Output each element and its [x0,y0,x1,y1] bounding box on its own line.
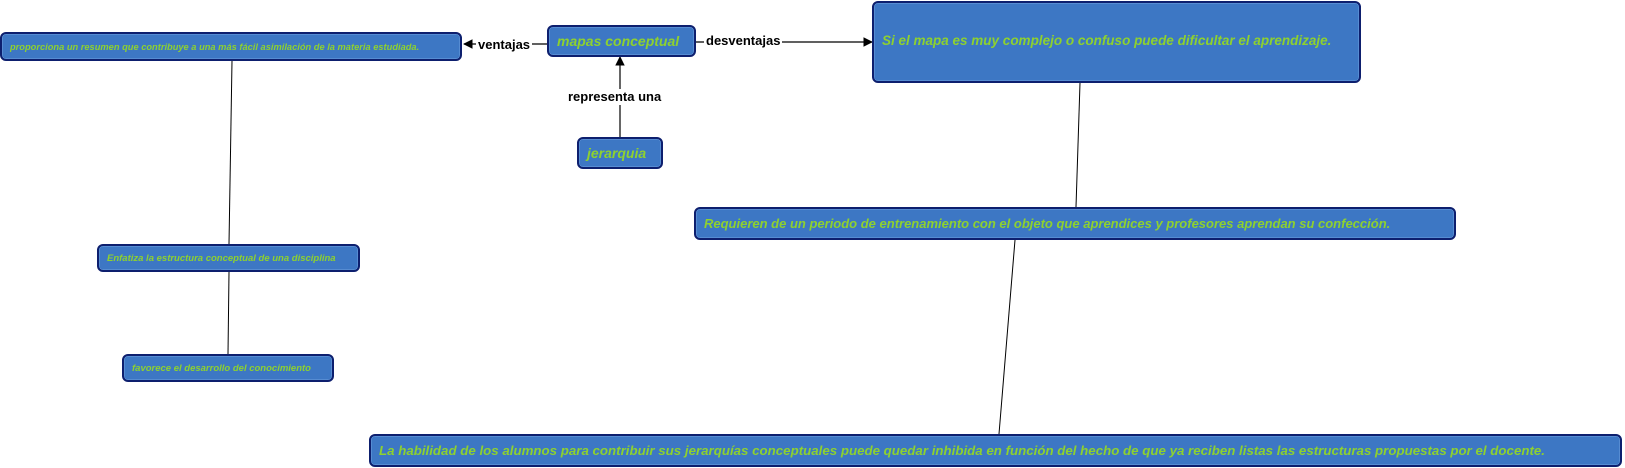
label-ventajas: ventajas [476,37,533,53]
node-entrenamiento-text: Requieren de un periodo de entrenamiento… [704,216,1391,231]
edge-enfatiza-favorece [227,271,230,355]
node-habilidad[interactable]: La habilidad de los alumnos para contrib… [369,434,1622,467]
edge-complejo-entrenamiento [1075,82,1081,208]
node-entrenamiento[interactable]: Requieren de un periodo de entrenamiento… [694,207,1456,240]
node-mapas-conceptual[interactable]: mapas conceptual [547,25,696,57]
edge-resumen-enfatiza [228,60,233,245]
label-desventajas: desventajas [704,33,783,49]
node-complejo[interactable]: Si el mapa es muy complejo o confuso pue… [872,1,1361,83]
node-favorece-text: favorece el desarrollo del conocimiento [132,362,311,374]
node-complejo-text: Si el mapa es muy complejo o confuso pue… [882,33,1332,48]
node-mapas-conceptual-text: mapas conceptual [557,33,680,49]
label-representa-una: representa una [566,89,664,105]
node-jerarquia-text: jerarquia [587,145,647,161]
node-jerarquia[interactable]: jerarquia [577,137,663,169]
node-habilidad-text: La habilidad de los alumnos para contrib… [379,443,1545,458]
edge-entrenamiento-habilidad [998,239,1016,435]
node-enfatiza-text: Enfatiza la estructura conceptual de una… [107,252,336,264]
node-favorece[interactable]: favorece el desarrollo del conocimiento [122,354,334,382]
node-resumen-text: proporciona un resumen que contribuye a … [10,41,420,52]
node-resumen[interactable]: proporciona un resumen que contribuye a … [0,32,462,61]
node-enfatiza[interactable]: Enfatiza la estructura conceptual de una… [97,244,360,272]
